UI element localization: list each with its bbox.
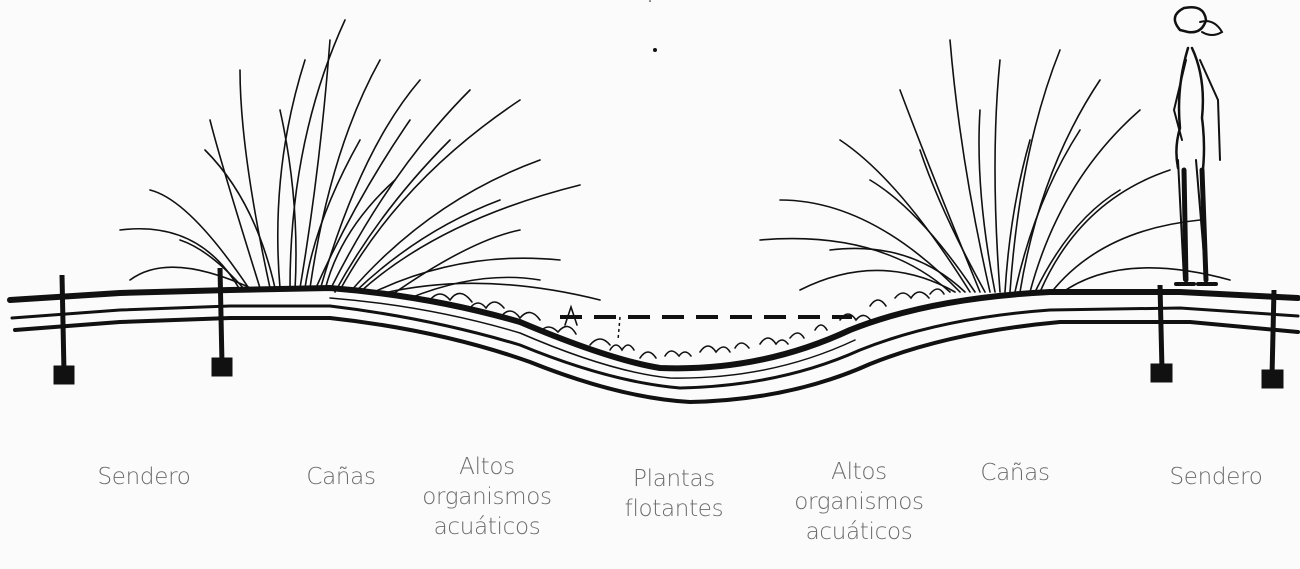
wetland-cross-section-sketch bbox=[0, 0, 1300, 420]
label-sendero-right: Sendero bbox=[1156, 462, 1276, 492]
person-figure bbox=[1174, 7, 1222, 284]
floating-plants bbox=[610, 1, 827, 358]
label-sendero-left: Sendero bbox=[84, 462, 204, 492]
label-altos-organismos-left: Altos organismos acuáticos bbox=[412, 452, 562, 542]
label-canas-left: Cañas bbox=[286, 462, 396, 492]
label-canas-right: Cañas bbox=[960, 458, 1070, 488]
aquatic-organisms-left bbox=[430, 293, 610, 345]
reed-clump-left bbox=[120, 20, 600, 300]
ground-profile bbox=[10, 288, 1298, 402]
sketch-dot bbox=[653, 48, 657, 52]
label-plantas-flotantes: Plantas flotantes bbox=[604, 464, 744, 524]
water-level-marker bbox=[618, 317, 620, 340]
reed-clump-right bbox=[760, 40, 1230, 294]
label-altos-organismos-right: Altos organismos acuáticos bbox=[784, 457, 934, 547]
